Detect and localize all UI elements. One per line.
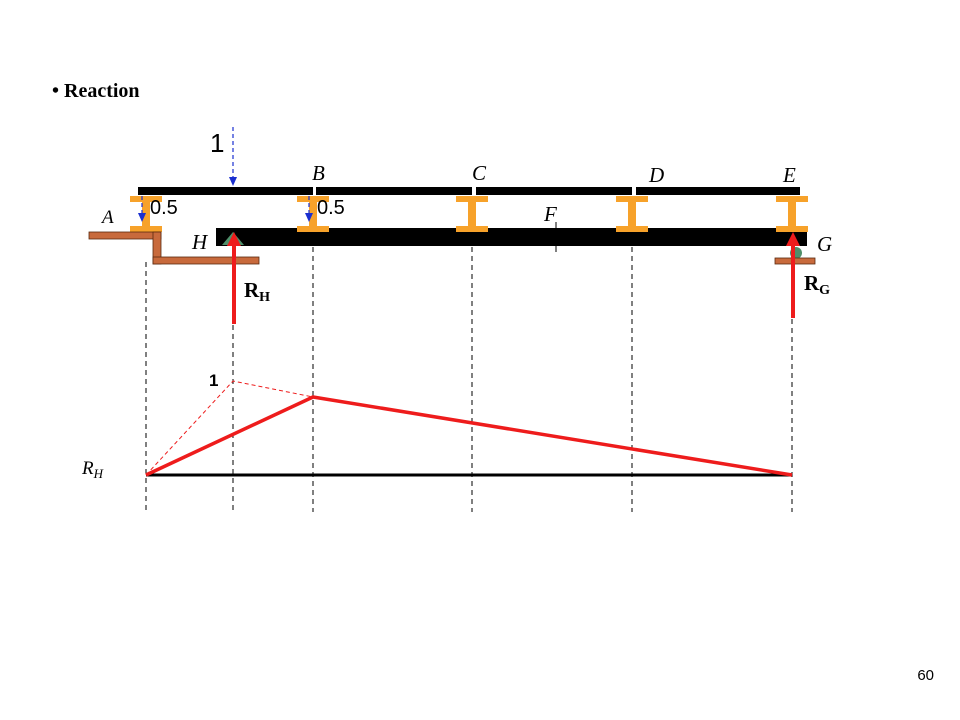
reaction-label-g: RG <box>804 271 830 298</box>
reaction-label-h-main: R <box>244 278 260 302</box>
stringer-segment-cd <box>476 187 632 195</box>
girder-label-f: F <box>543 202 557 226</box>
stringer-segment-ab <box>138 187 313 195</box>
bullet-glyph: • <box>52 80 65 102</box>
support-label-g: G <box>817 232 832 256</box>
load-share-right: 0.5 <box>317 197 345 219</box>
unit-load-arrow-head <box>229 177 237 186</box>
influence-line-reference <box>145 380 314 476</box>
stringer-beam <box>138 187 800 195</box>
floor-beam-a <box>130 196 162 232</box>
panel-label-e: E <box>782 163 796 187</box>
load-arrow-heads <box>138 177 313 222</box>
unit-load-label: 1 <box>210 128 224 158</box>
reaction-arrow-g-head <box>786 232 800 246</box>
reaction-arrow-h-head <box>227 232 241 246</box>
title-bullet: • Reaction <box>52 80 140 103</box>
reaction-label-h-sub: H <box>259 290 270 305</box>
stringer-segment-de <box>636 187 800 195</box>
floor-beam-d <box>616 196 648 232</box>
reaction-label-h: RH <box>244 278 270 305</box>
influence-line-rh <box>145 395 793 477</box>
floor-girder <box>216 228 807 246</box>
influence-axis-label-sub: H <box>93 466 104 481</box>
support-label-a: A <box>100 207 114 228</box>
left-support-bracket <box>88 231 260 265</box>
floor-beam-e <box>776 196 808 232</box>
influence-axis-label-main: R <box>81 458 94 479</box>
guide-lines <box>145 238 793 512</box>
influence-peak-label: 1 <box>209 371 218 390</box>
stringer-segment-bc <box>316 187 472 195</box>
load-arrows <box>141 127 310 214</box>
floor-beams <box>130 196 808 232</box>
panel-label-b: B <box>312 161 325 185</box>
panel-label-d: D <box>648 163 664 187</box>
reaction-arrows <box>227 232 800 324</box>
reaction-label-g-sub: G <box>819 283 830 298</box>
slide-number: 60 <box>917 667 934 684</box>
support-label-h: H <box>191 230 209 254</box>
load-share-left: 0.5 <box>150 197 178 219</box>
floor-beam-c <box>456 196 488 232</box>
load-share-arrow-head-a <box>138 213 146 222</box>
load-share-arrow-head-b <box>305 213 313 222</box>
influence-axis-label: RH <box>81 458 104 481</box>
floor-beam-b <box>297 196 329 232</box>
slide-title: Reaction <box>64 80 140 102</box>
panel-label-c: C <box>472 161 487 185</box>
reaction-label-g-main: R <box>804 271 820 295</box>
